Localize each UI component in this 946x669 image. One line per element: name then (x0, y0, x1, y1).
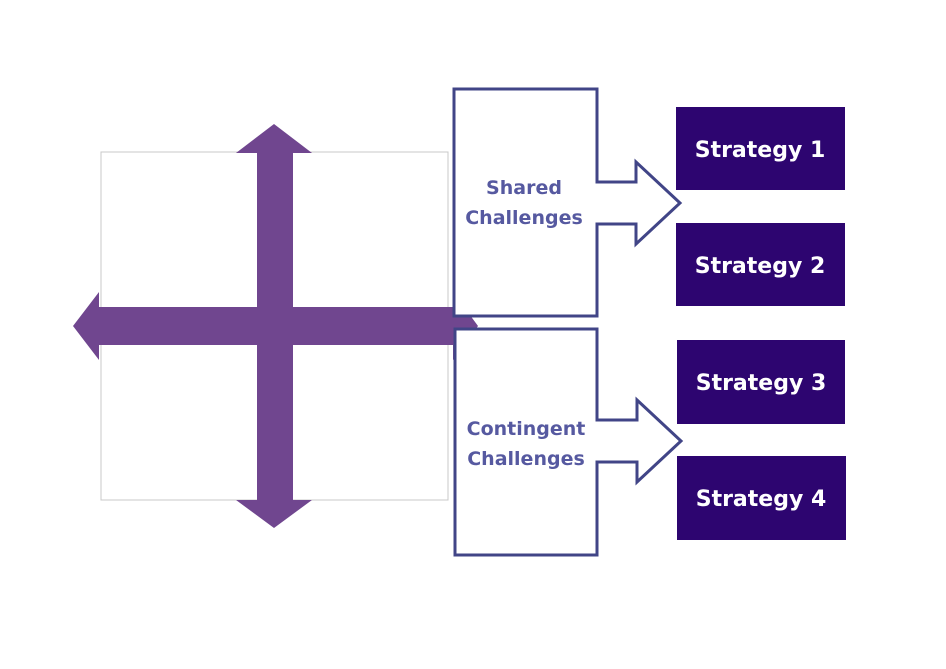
strategy-1-label: Strategy 1 (695, 138, 826, 163)
contingent-challenges-label-line2: Challenges (467, 448, 585, 470)
strategy-3-label: Strategy 3 (696, 371, 827, 396)
strategy-3-box (677, 340, 845, 424)
strategy-2-box (676, 223, 845, 306)
four-way-arrow (73, 124, 478, 528)
contingent-challenges-label-line1: Contingent (467, 418, 586, 440)
strategy-4-label: Strategy 4 (696, 487, 827, 512)
strategy-1-box (676, 107, 845, 190)
shared-challenges-label-line2: Challenges (465, 207, 583, 229)
contingent-challenges-callout (453, 327, 684, 557)
strategy-2-label: Strategy 2 (695, 254, 826, 279)
shared-challenges-callout (452, 87, 683, 318)
shared-challenges-label-line1: Shared (486, 177, 562, 199)
strategy-4-box (677, 456, 846, 540)
